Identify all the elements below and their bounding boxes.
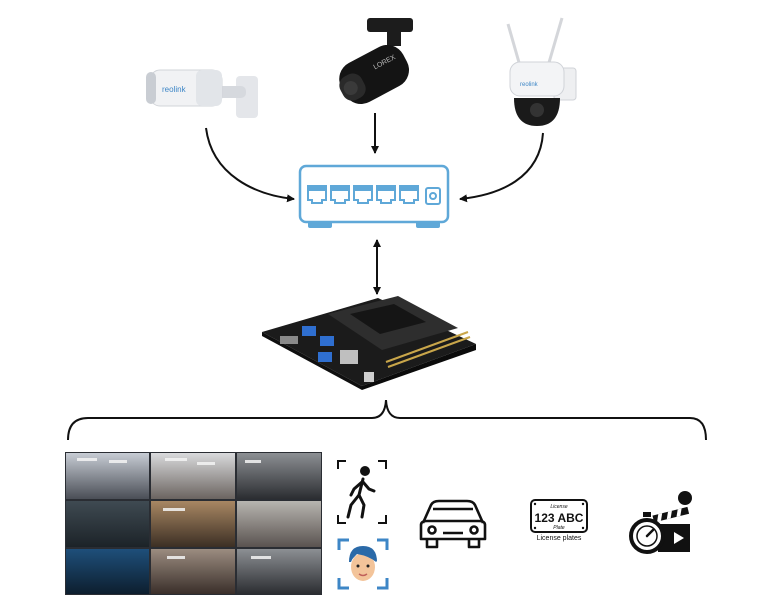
- plate-footer: Plate: [553, 525, 565, 531]
- ptz-camera-icon: reolink: [506, 17, 577, 126]
- bullet-camera: reolink: [140, 62, 270, 122]
- person-detection: [336, 459, 388, 525]
- face-scan-icon: [337, 538, 389, 590]
- bullet-camera-icon: reolink: [146, 69, 258, 118]
- single-board-computer-icon: [262, 296, 476, 390]
- surveillance-video-grid: [65, 452, 322, 595]
- turret-camera-icon: LOREX: [339, 18, 413, 104]
- video-wall-icon: [66, 453, 321, 594]
- time-lapse-recording: [628, 490, 694, 556]
- plate-header: License: [550, 504, 567, 510]
- license-plate-recognition: License 123 ABC Plate License plates: [526, 498, 592, 548]
- bullet-brand: reolink: [162, 85, 187, 94]
- edge-computing-board: [258, 292, 480, 390]
- video-tile: [151, 453, 235, 499]
- analytics-bracket: [67, 399, 707, 441]
- video-tile: [66, 501, 149, 547]
- arrow-bullet-to-switch: [205, 127, 295, 203]
- ptz-brand: reolink: [520, 82, 539, 88]
- walking-person-icon: [337, 460, 387, 524]
- network-switch: [298, 164, 450, 232]
- video-tile: [66, 549, 149, 594]
- video-tile: [151, 501, 235, 547]
- ethernet-switch-icon: [298, 164, 450, 228]
- car-icon: [419, 499, 487, 549]
- ptz-camera: reolink: [500, 14, 580, 129]
- video-tile: [151, 549, 235, 594]
- license-plate-icon: License 123 ABC Plate: [530, 499, 588, 533]
- turret-camera: LOREX: [325, 12, 420, 112]
- video-tile: [237, 453, 321, 499]
- arrow-ptz-to-switch: [459, 132, 544, 203]
- vehicle-detection: [417, 495, 489, 551]
- video-tile: [237, 549, 321, 594]
- video-tile: [237, 501, 321, 547]
- stopwatch-clapperboard-icon: [629, 491, 692, 554]
- license-plate-caption: License plates: [536, 535, 582, 542]
- face-recognition: [337, 538, 389, 590]
- plate-number: 123 ABC: [535, 511, 584, 525]
